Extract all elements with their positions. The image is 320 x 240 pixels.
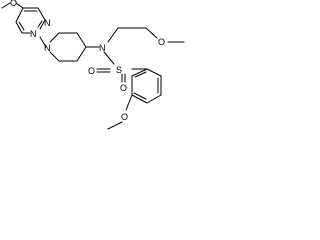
pyrimidine-ring bbox=[15, 7, 46, 34]
atom-label-oxygen: O bbox=[120, 83, 127, 93]
piperidine-ring bbox=[49, 32, 87, 62]
benzene-ring bbox=[131, 68, 162, 104]
atom-label-oxygen: O bbox=[88, 66, 95, 76]
chemical-structure: O N N N N O S O O O bbox=[1, 0, 185, 130]
atom-label-oxygen: O bbox=[158, 37, 165, 47]
atom-label-oxygen: O bbox=[10, 0, 17, 8]
methoxy-top-left bbox=[1, 2, 24, 9]
methoxy-bottom bbox=[107, 94, 133, 130]
atom-label-sulfur: S bbox=[116, 65, 122, 75]
atom-label-oxygen: O bbox=[121, 112, 128, 122]
sulfonyl-oxygen-bonds bbox=[96, 68, 126, 83]
bond-pyrimidine-piperidine bbox=[39, 36, 47, 48]
atom-label-nitrogen: N bbox=[99, 43, 106, 53]
bond-n-s bbox=[103, 51, 115, 65]
atom-label-nitrogen: N bbox=[44, 43, 51, 53]
atom-label-nitrogen: N bbox=[44, 18, 51, 28]
atom-label-nitrogen: N bbox=[30, 29, 37, 39]
methoxyethyl-chain bbox=[107, 27, 185, 43]
